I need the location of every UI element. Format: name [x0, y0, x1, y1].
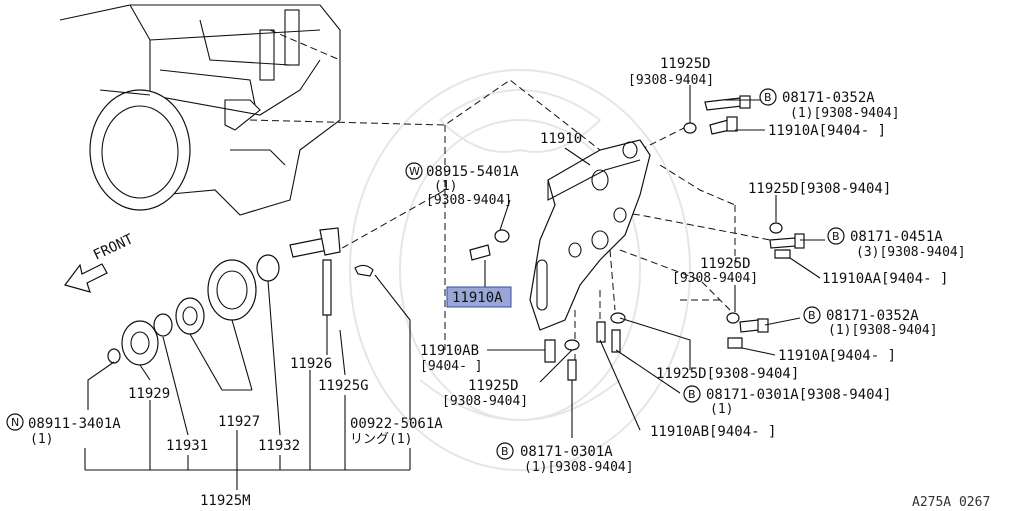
label-08171-0352A-mid-qty: (1)[9308-9404] [828, 323, 938, 338]
label-08171-0301A-right-qty: (1) [710, 402, 733, 417]
front-label: FRONT [91, 231, 136, 264]
circle-b-5: B [501, 445, 509, 458]
bracket-11910-drawing [529, 139, 651, 331]
dashed-leader-lines [249, 29, 771, 360]
label-08911-3401A-qty: (1) [30, 432, 53, 447]
label-11910AB-low[interactable]: 11910AB[9404- ] [650, 424, 776, 440]
label-08171-0352A-top-qty: (1)[9308-9404] [790, 106, 900, 121]
label-11925D-top[interactable]: 11925D [660, 56, 711, 72]
circle-w: W [409, 165, 420, 178]
label-11925D-low-range: [9308-9404] [442, 394, 528, 409]
circle-b-4: B [688, 388, 696, 401]
circle-b-2: B [832, 230, 840, 243]
watermark-crest [349, 69, 691, 471]
label-08171-0352A-mid[interactable]: 08171-0352A [826, 308, 919, 324]
label-00922-5061A-note: リング(1) [350, 432, 412, 447]
label-11926[interactable]: 11926 [290, 356, 332, 372]
circled-letter-markers [6, 88, 845, 460]
label-08171-0451A[interactable]: 08171-0451A [850, 229, 943, 245]
label-11910A-top[interactable]: 11910A[9404- ] [768, 123, 886, 139]
label-11925G[interactable]: 11925G [318, 378, 369, 394]
label-08915-5401A-qty: (1) [434, 179, 457, 194]
label-11932[interactable]: 11932 [258, 438, 300, 454]
circle-b-1: B [764, 91, 772, 104]
diagram-reference-code: A275A 0267 [912, 495, 990, 510]
label-leader-lines [84, 85, 825, 490]
label-08915-5401A[interactable]: 08915-5401A [426, 164, 519, 180]
label-08171-0301A-bottom-qty: (1)[9308-9404] [524, 460, 634, 475]
label-11910A-mid[interactable]: 11910A[9404- ] [778, 348, 896, 364]
label-11925D-right[interactable]: 11925D[9308-9404] [748, 181, 891, 197]
label-11931[interactable]: 11931 [166, 438, 208, 454]
label-11925D-top-range: [9308-9404] [628, 73, 714, 88]
label-00922-5061A[interactable]: 00922-5061A [350, 416, 443, 432]
label-08171-0451A-qty: (3)[9308-9404] [856, 245, 966, 260]
label-11927[interactable]: 11927 [218, 414, 260, 430]
label-11929[interactable]: 11929 [128, 386, 170, 402]
idler-pulley-assembly [107, 227, 374, 366]
label-08915-5401A-range: [9308-9404] [426, 193, 512, 208]
label-11925D-low-right[interactable]: 11925D[9308-9404] [656, 366, 799, 382]
label-11910AA[interactable]: 11910AA[9404- ] [822, 271, 948, 287]
label-08171-0301A-right[interactable]: 08171-0301A[9308-9404] [706, 387, 891, 403]
label-08171-0301A-bottom[interactable]: 08171-0301A [520, 444, 613, 460]
front-arrow [63, 263, 108, 293]
highlight-box[interactable] [446, 286, 512, 308]
label-11925D-low[interactable]: 11925D [468, 378, 519, 394]
label-08171-0352A-top[interactable]: 08171-0352A [782, 90, 875, 106]
label-11910[interactable]: 11910 [540, 131, 582, 147]
circle-b-3: B [808, 309, 816, 322]
circle-n: N [11, 416, 19, 429]
label-11925M[interactable]: 11925M [200, 493, 251, 509]
label-11910AB-left[interactable]: 11910AB [420, 343, 479, 359]
bolts-and-washers [469, 95, 805, 381]
label-11925D-mid[interactable]: 11925D [700, 256, 751, 272]
label-08911-3401A[interactable]: 08911-3401A [28, 416, 121, 432]
engine-block-drawing [59, 4, 341, 216]
label-11910A-highlight[interactable]: 11910A [452, 290, 503, 306]
label-11910AB-left-range: [9404- ] [420, 359, 483, 374]
label-11925D-mid-range: [9308-9404] [672, 271, 758, 286]
